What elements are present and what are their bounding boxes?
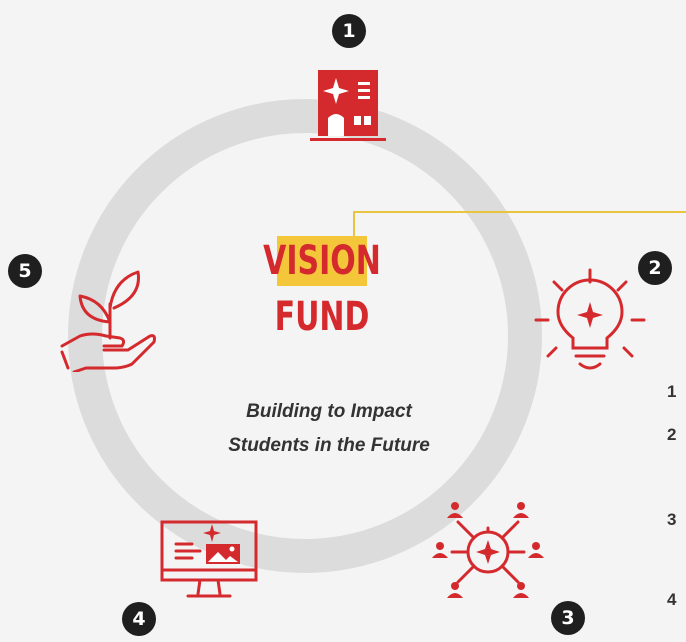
edge-list-number-2: 2 [667, 425, 677, 444]
subtitle-line-2: Students in the Future [228, 435, 430, 456]
lightbulb-sparkle-icon [534, 268, 646, 370]
network-people-icon [432, 502, 544, 598]
step-number-3: 3 [561, 607, 575, 629]
step-number-2: 2 [648, 257, 662, 279]
step-badge-3: 3 [551, 601, 585, 635]
building-sparkle-icon [310, 70, 386, 141]
step-badge-1: 1 [332, 14, 366, 48]
edge-list-number-1: 1 [667, 382, 677, 401]
step-number-4: 4 [132, 608, 146, 630]
title-vision: VISION [263, 236, 381, 286]
step-number-5: 5 [18, 260, 32, 282]
edge-list-number-4: 4 [667, 590, 677, 609]
subtitle: Building to Impact Students in the Futur… [214, 395, 444, 463]
edge-list-number-3: 3 [667, 510, 677, 529]
monitor-image-icon [160, 520, 258, 598]
step-badge-2: 2 [638, 251, 672, 285]
step-badge-5: 5 [8, 254, 42, 288]
title-fund: FUND [274, 294, 370, 340]
step-badge-4: 4 [122, 602, 156, 636]
subtitle-line-1: Building to Impact [246, 401, 412, 422]
hand-plant-icon [60, 270, 156, 372]
step-number-1: 1 [342, 20, 356, 42]
